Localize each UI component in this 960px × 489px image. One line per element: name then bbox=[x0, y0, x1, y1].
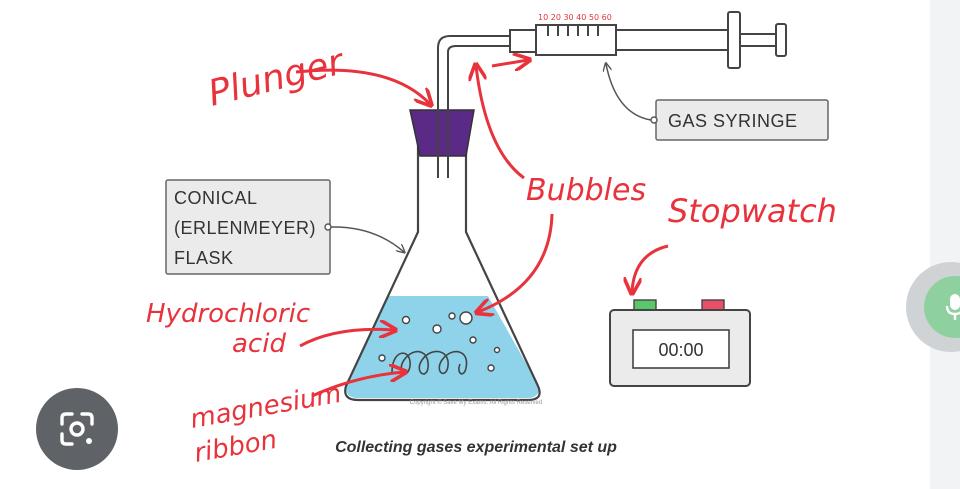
delivery-tube bbox=[437, 35, 510, 178]
copyright-text: Copyright © Save My Exams. All Rights Re… bbox=[410, 399, 542, 406]
google-lens-button[interactable] bbox=[36, 388, 118, 470]
bubbles-label: Bubbles bbox=[526, 173, 646, 208]
side-strip bbox=[930, 0, 960, 489]
acid-label-line1: Hydrochloric bbox=[146, 299, 310, 329]
rubber-stopper bbox=[409, 109, 475, 157]
svg-text:CONICAL: CONICAL bbox=[174, 188, 258, 208]
stopwatch-display: 00:00 bbox=[658, 340, 703, 360]
bubbles-arrow-up bbox=[476, 66, 525, 180]
conical-flask bbox=[344, 140, 541, 402]
google-lens-icon bbox=[60, 412, 94, 446]
gas-flow-arrow bbox=[491, 60, 528, 66]
conical-flask-label: CONICAL (ERLENMEYER) FLASK bbox=[165, 179, 404, 275]
svg-text:GAS SYRINGE: GAS SYRINGE bbox=[668, 111, 798, 131]
acid-label-line2: acid bbox=[232, 329, 286, 359]
caption: Collecting gases experimental set up bbox=[335, 439, 617, 456]
plunger-arrow bbox=[295, 68, 430, 104]
bubbles bbox=[378, 311, 501, 372]
stopwatch-arrow bbox=[632, 244, 669, 292]
gas-syringe bbox=[509, 11, 787, 69]
gas-syringe-label: GAS SYRINGE bbox=[606, 64, 829, 141]
plunger-label: Plunger bbox=[204, 41, 349, 114]
hydrochloric-acid-liquid bbox=[346, 296, 540, 398]
stopwatch-label: Stopwatch bbox=[668, 192, 837, 230]
microphone-icon bbox=[924, 276, 960, 338]
stopwatch: 00:00 bbox=[609, 299, 751, 387]
syringe-scale: 10 20 30 40 50 60 bbox=[538, 13, 612, 22]
svg-text:(ERLENMEYER): (ERLENMEYER) bbox=[174, 218, 316, 238]
bubbles-arrow-down bbox=[478, 213, 554, 312]
svg-text:FLASK: FLASK bbox=[174, 248, 234, 268]
acid-arrow bbox=[299, 329, 394, 348]
ribbon-arrow bbox=[311, 372, 404, 398]
